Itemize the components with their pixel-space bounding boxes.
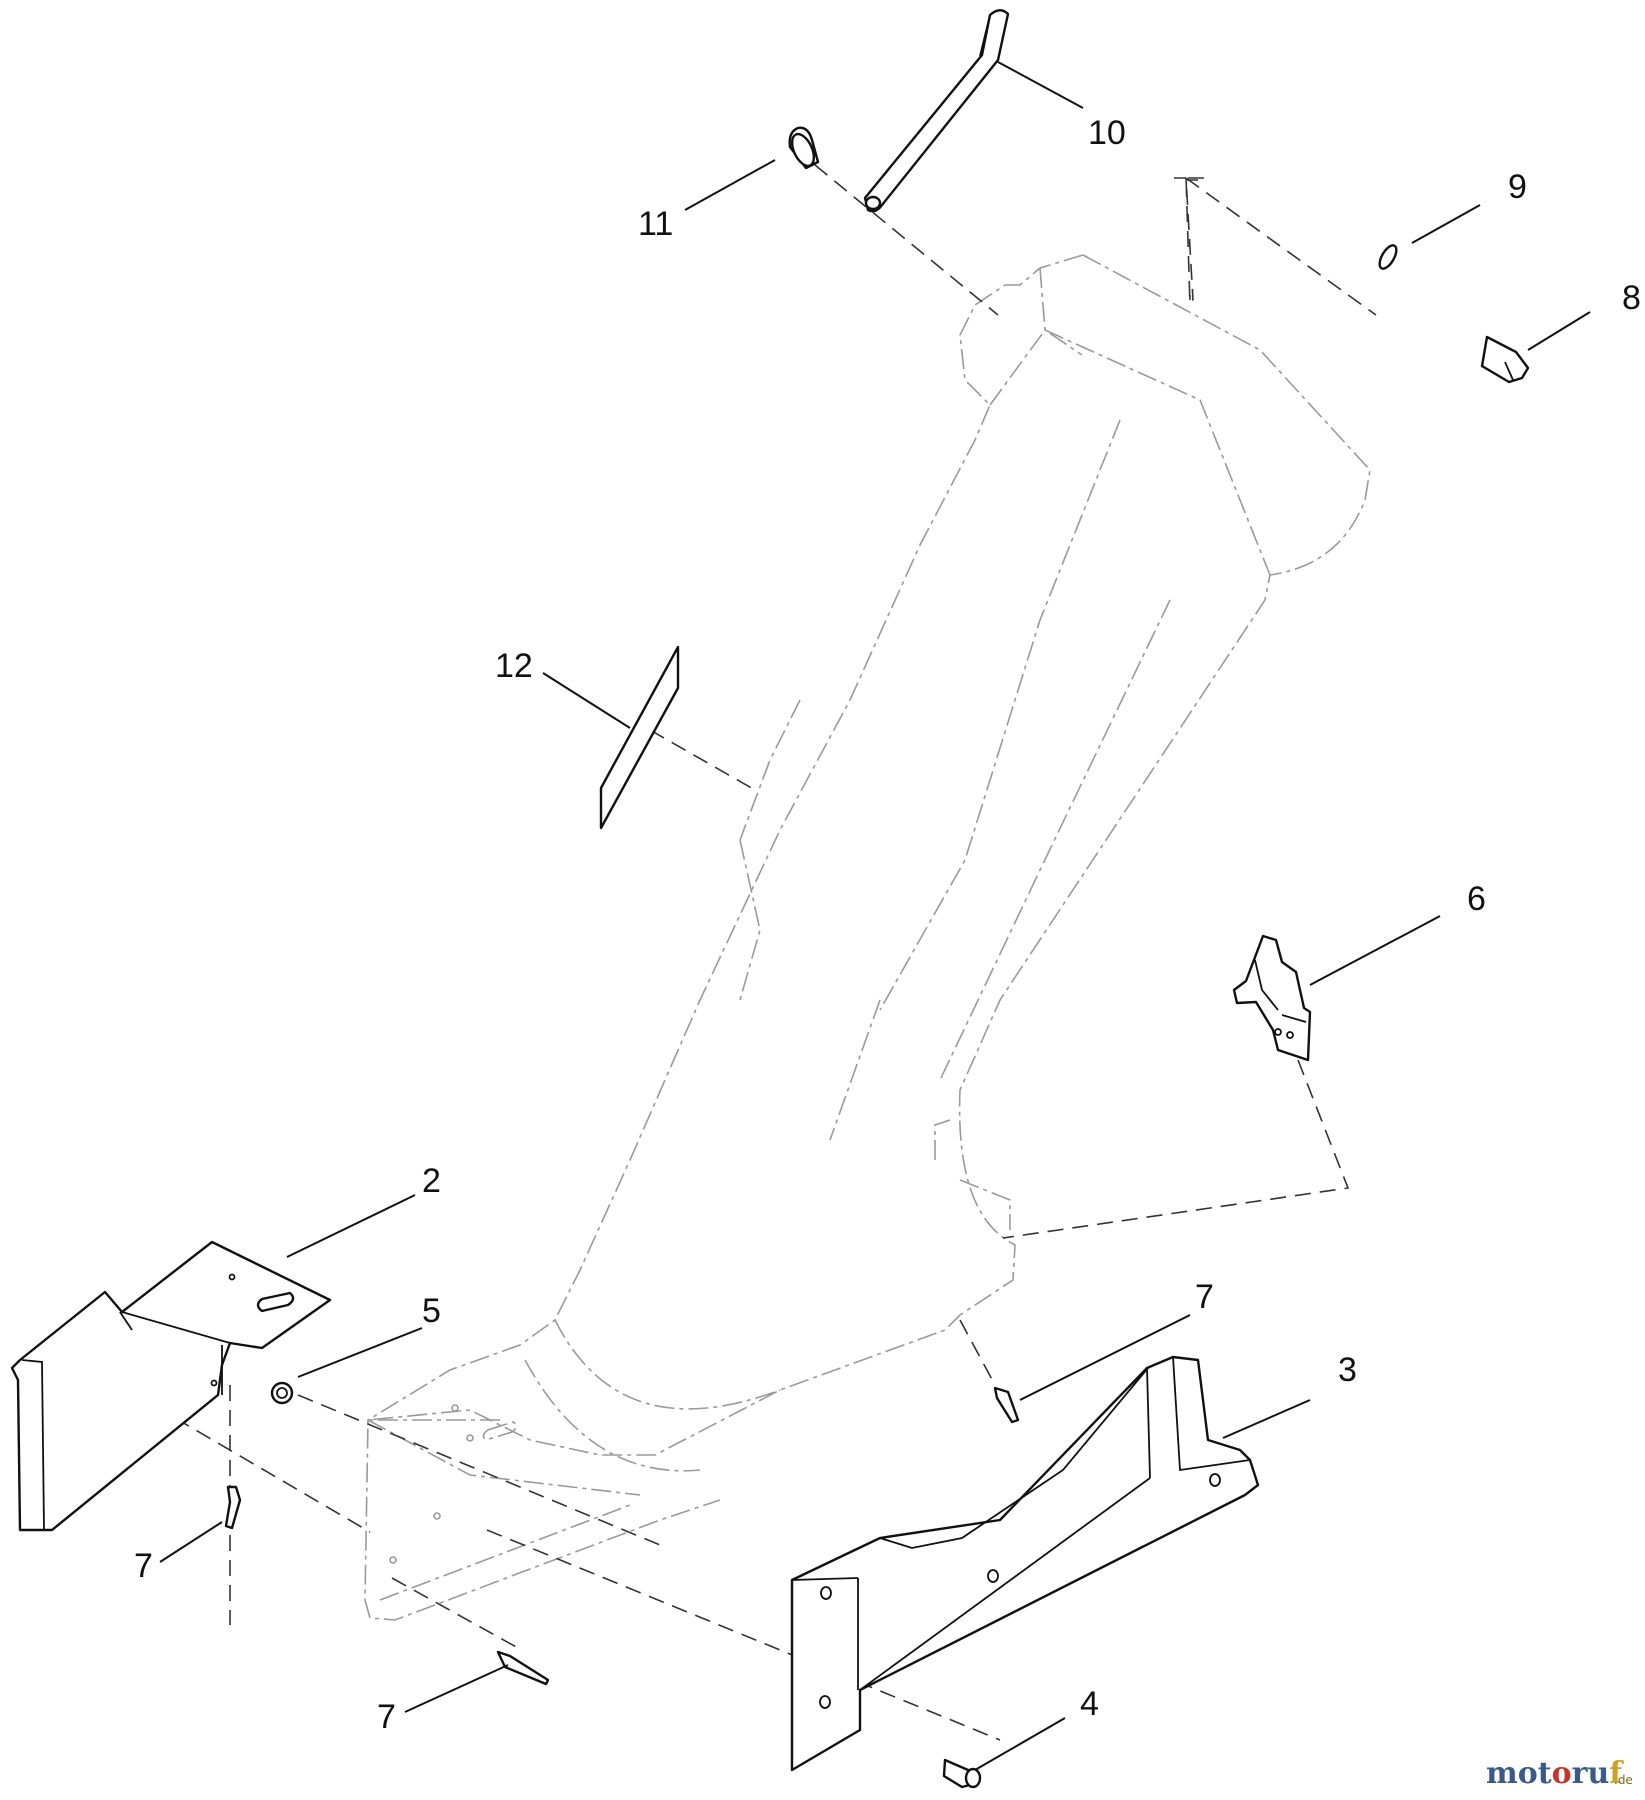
leader-lines [159,61,1591,1771]
callout-7-bottom: 7 [377,1698,396,1736]
callout-6: 6 [1467,880,1486,918]
part-2-deflector [10,1240,332,1532]
callout-11: 11 [638,205,673,243]
part-3-side-panel [790,1355,1260,1772]
part-8-bolt [1480,335,1530,384]
assembly-lines [174,164,1377,1741]
callout-7-left: 7 [134,1547,153,1585]
watermark-tld: .de [1614,1773,1633,1787]
part-11-nut [788,126,820,170]
callout-9: 9 [1508,168,1527,206]
part-7-rivets [224,1386,1020,1686]
callout-8: 8 [1622,279,1641,317]
watermark-letter: f [1609,1756,1624,1791]
svg-text:motoruf: motoruf [1486,1756,1624,1791]
watermark-letter: r [1572,1756,1589,1791]
callout-3: 3 [1338,1351,1357,1389]
watermark-letter: o [1518,1756,1538,1791]
part-4-screw [942,1758,982,1789]
callout-2: 2 [422,1162,441,1200]
part-5-grommet [270,1381,294,1405]
callout-labels: 10 11 9 8 12 6 2 5 7 3 7 7 4 [134,114,1641,1736]
part-6-bracket [1232,934,1312,1062]
callout-7-right: 7 [1195,1278,1214,1316]
callout-4: 4 [1080,1685,1099,1723]
watermark-letter: m [1486,1756,1518,1791]
part-10-lever [863,9,1010,213]
watermark-letter: t [1538,1756,1552,1791]
callout-10: 10 [1088,114,1126,152]
callout-12: 12 [495,647,533,685]
watermark-letter: u [1587,1756,1609,1791]
watermark-logo: motoruf .de [1486,1756,1633,1791]
chute-phantom-outline [364,254,1371,1621]
watermark-letter: o [1552,1756,1572,1791]
part-9-washer [1378,244,1398,270]
part-12-decal [599,645,680,830]
callout-5: 5 [422,1292,441,1330]
